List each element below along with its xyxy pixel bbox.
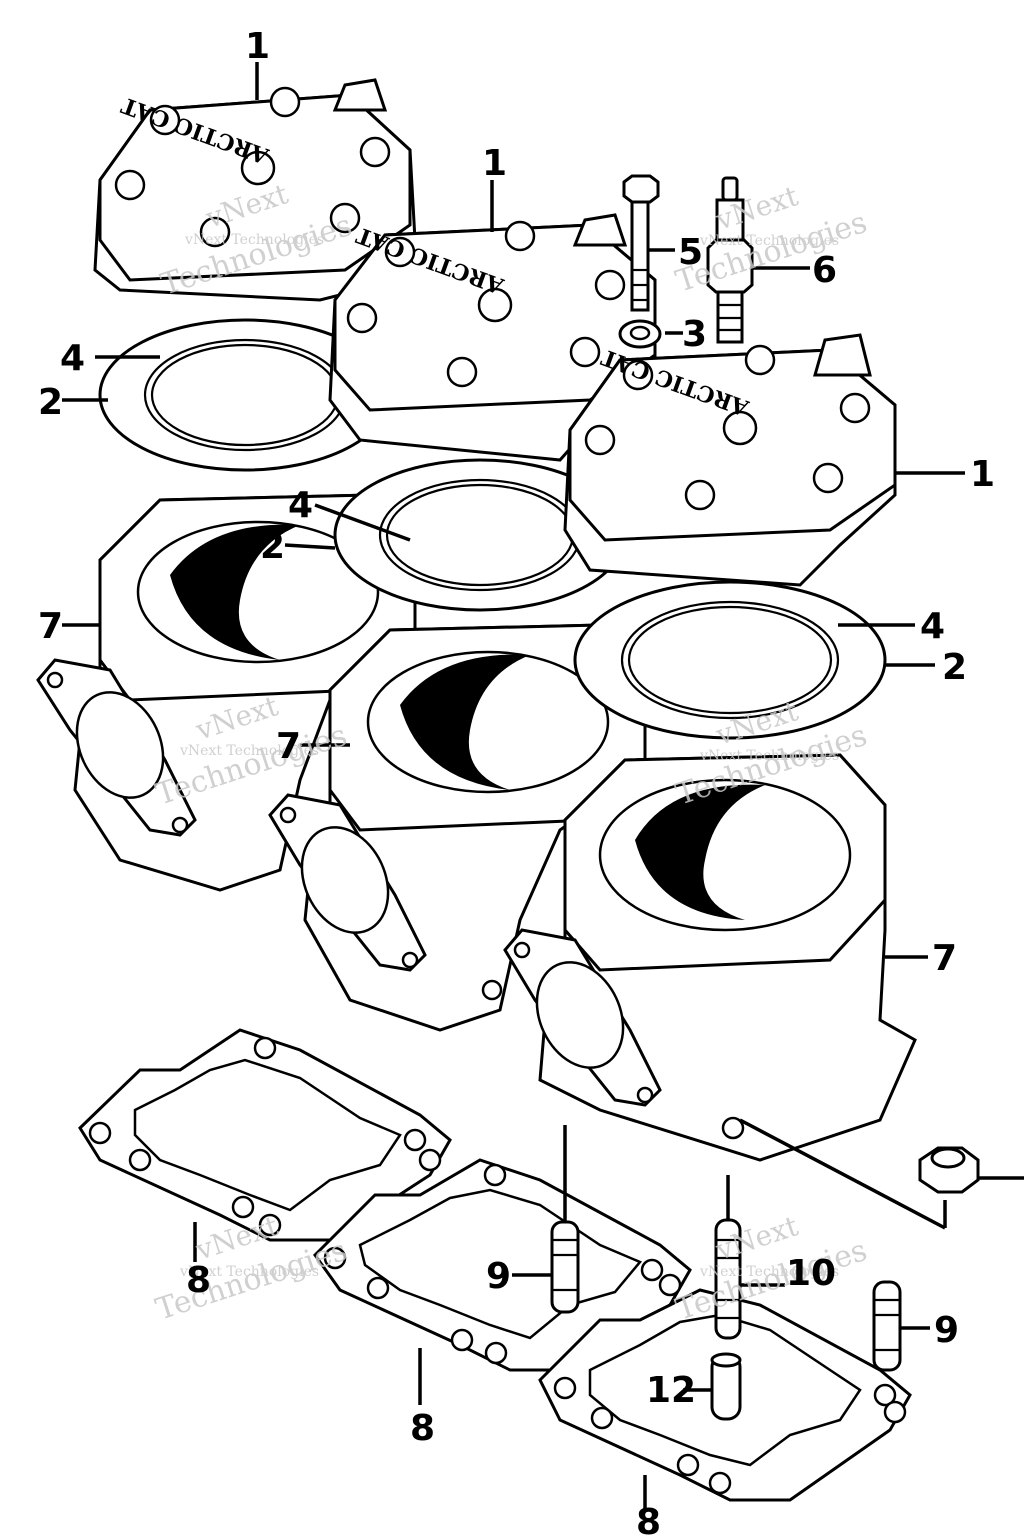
callout-2-right: 2 — [942, 647, 967, 688]
stud-9-left — [550, 1220, 580, 1314]
callout-7-right: 7 — [932, 938, 957, 979]
cylinder-head-right: ARCTIC CAT — [563, 333, 897, 587]
watermark-line2: vNext Technologies — [179, 1264, 319, 1280]
stud-10 — [714, 1218, 742, 1340]
callout-9-left: 9 — [486, 1256, 511, 1297]
callout-4-left: 4 — [60, 338, 85, 379]
callout-10: 10 — [786, 1253, 836, 1294]
callout-3: 3 — [682, 314, 707, 355]
washer-3 — [618, 319, 662, 349]
callout-6: 6 — [812, 250, 837, 291]
callout-1-middle-head: 1 — [482, 143, 507, 184]
base-gasket-left — [78, 1028, 452, 1242]
callout-7-left: 7 — [38, 606, 63, 647]
head-bolt-5 — [622, 174, 660, 312]
callout-4-middle: 4 — [288, 485, 313, 526]
stud-9-right — [872, 1280, 902, 1372]
callout-5: 5 — [678, 232, 703, 273]
watermark-line2: vNext Technologies — [699, 748, 839, 764]
callout-8-middle: 8 — [410, 1408, 435, 1449]
cylinder-right — [503, 753, 917, 1162]
watermark-line2: vNext Technologies — [699, 233, 839, 249]
callout-2-left: 2 — [38, 382, 63, 423]
cylinder-head-middle: ARCTIC CAT — [328, 213, 657, 462]
dowel-12 — [710, 1352, 742, 1421]
head-gasket-right — [573, 580, 887, 740]
watermark-line2: vNext Technologies — [179, 743, 319, 759]
nut — [918, 1146, 980, 1194]
callout-8-right: 8 — [636, 1502, 661, 1536]
callout-12: 12 — [646, 1370, 696, 1411]
callout-1-left-head: 1 — [245, 26, 270, 67]
callout-4-right: 4 — [920, 606, 945, 647]
cylinder-head-left: ARCTIC CAT — [93, 78, 417, 302]
callout-2-middle: 2 — [260, 526, 285, 567]
watermark-line2: vNext Technologies — [184, 232, 324, 248]
callouts: 1 1 1 4 2 4 2 4 2 5 6 3 7 7 7 8 8 8 9 9 … — [38, 26, 995, 1536]
spark-plug-6 — [706, 176, 754, 344]
callout-1-right-head: 1 — [970, 454, 995, 495]
watermark-line2: vNext Technologies — [699, 1264, 839, 1280]
leader-lines — [62, 62, 1024, 1510]
callout-8-left: 8 — [186, 1260, 211, 1301]
callout-7-middle: 7 — [276, 726, 301, 767]
callout-9-right: 9 — [934, 1310, 959, 1351]
